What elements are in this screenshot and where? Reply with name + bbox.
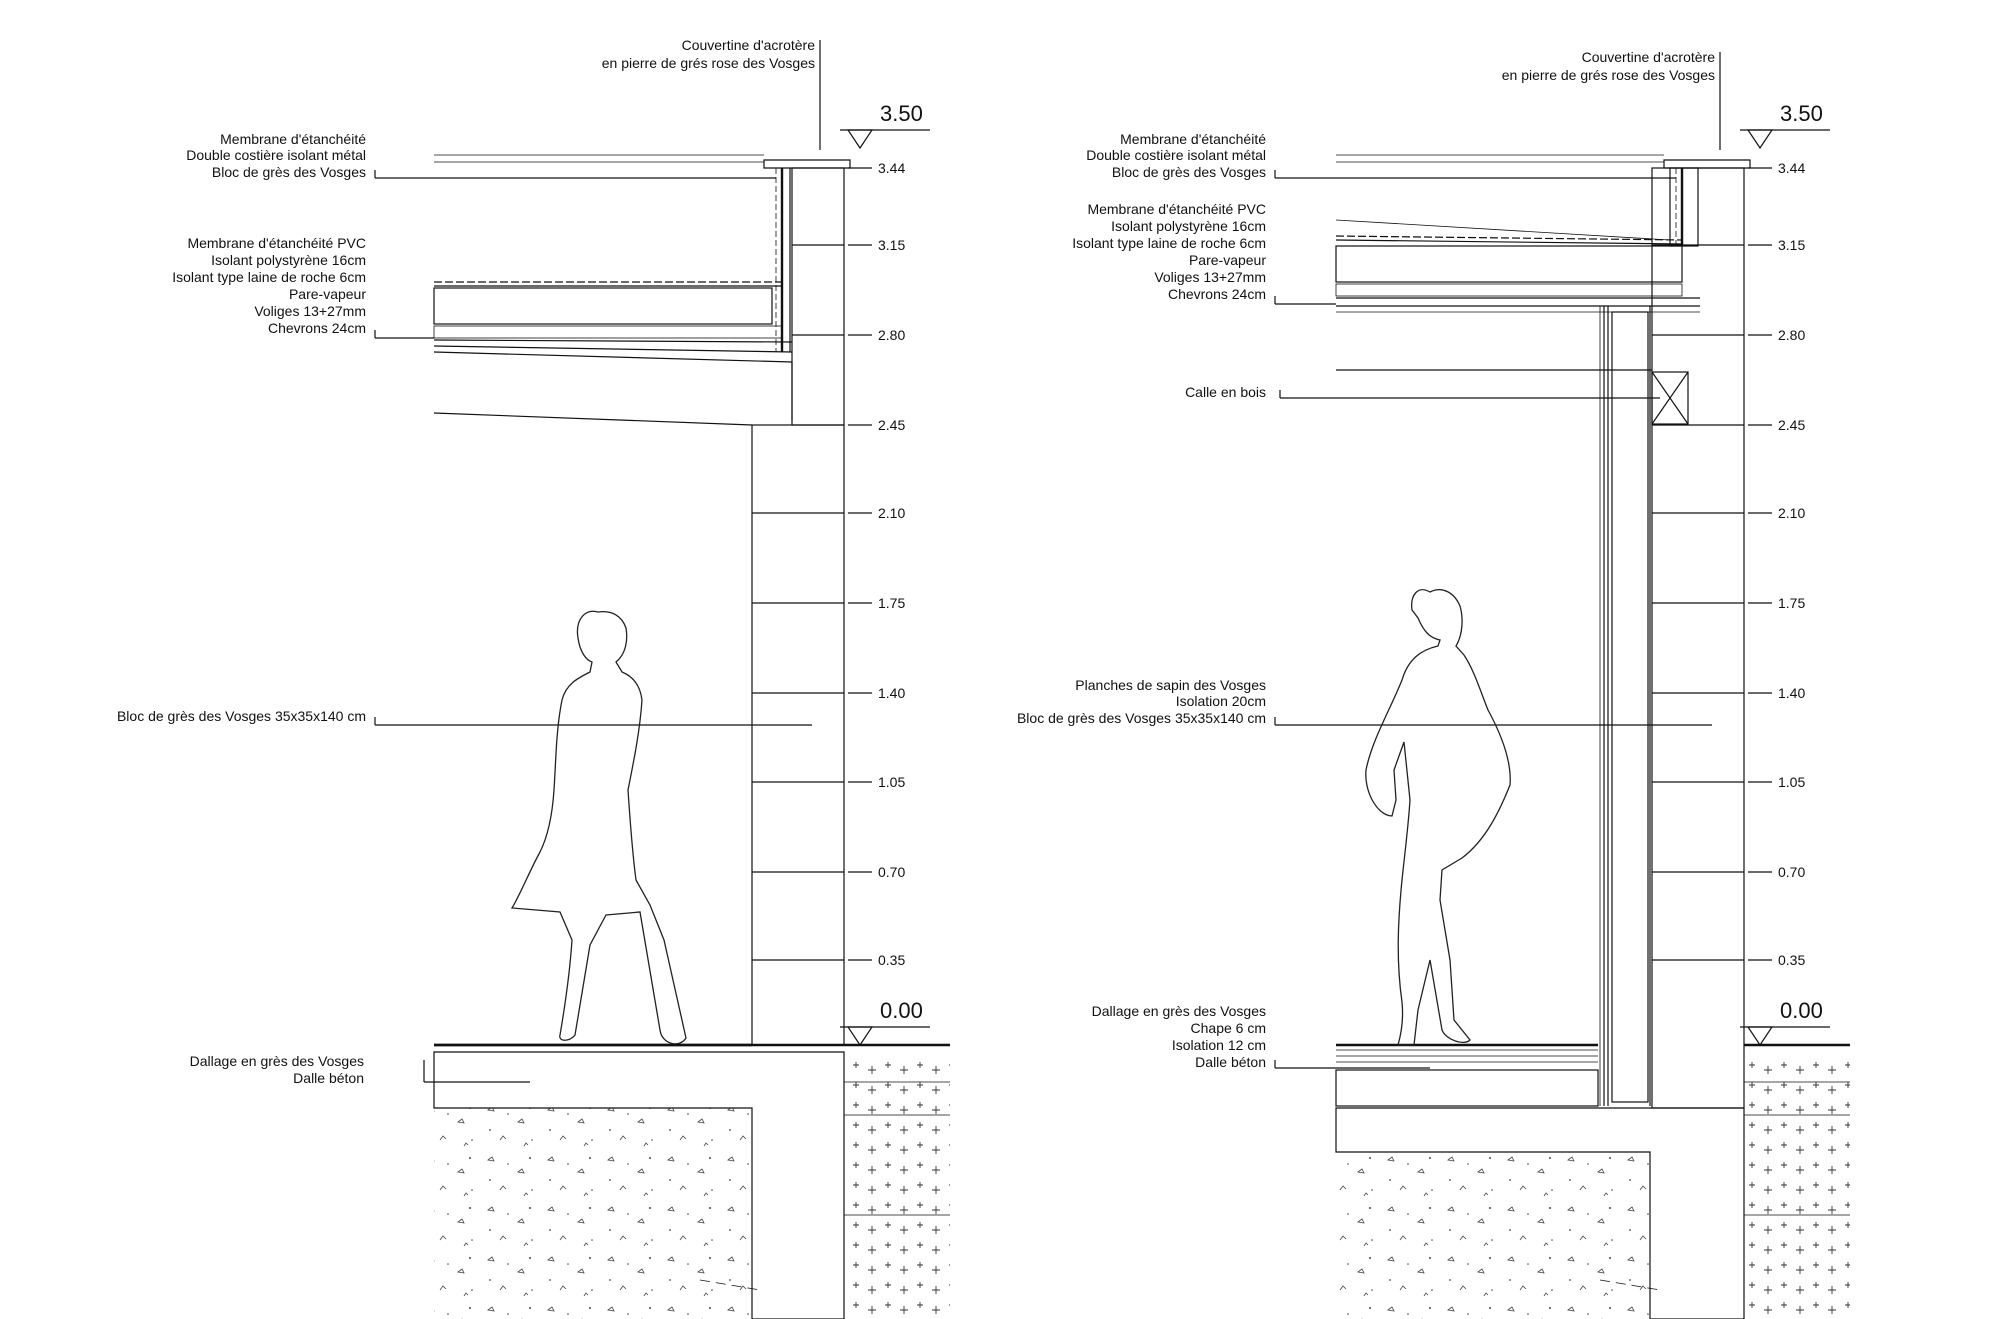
left-level-label: 2.10 (878, 505, 905, 521)
right-membrane-label-2: Double costière isolant métal (1086, 147, 1266, 163)
right-membrane-label-3: Bloc de grès des Vosges (1112, 164, 1266, 180)
right-floor-insulation (1335, 1069, 1599, 1107)
right-wall-label-3: Bloc de grès des Vosges 35x35x140 cm (1017, 710, 1266, 726)
right-level-label: 2.45 (1778, 417, 1805, 433)
left-coping-label-2: en pierre de grés rose des Vosges (602, 55, 815, 71)
right-soil-fill (1744, 1060, 1850, 1319)
left-level-ground: 0.00 (880, 998, 923, 1023)
left-floor-label-2: Dalle béton (293, 1070, 364, 1086)
left-person-silhouette (510, 610, 687, 1045)
left-level-label: 3.15 (878, 237, 905, 253)
left-top-level-marker (846, 129, 874, 150)
right-level-label: 3.15 (1778, 237, 1805, 253)
right-level-label: 3.44 (1778, 160, 1805, 176)
right-roof-label-5: Voliges 13+27mm (1154, 269, 1266, 285)
right-level-label: 0.70 (1778, 864, 1805, 880)
right-level-ticks (1740, 129, 1830, 1047)
left-ground-level-marker (846, 1026, 874, 1047)
right-roof-label-6: Chevrons 24cm (1168, 286, 1266, 302)
left-section: 3.50 0.00 3.44 3.15 2.80 2.45 2.10 1.75 … (117, 37, 950, 1319)
right-level-label: 1.75 (1778, 595, 1805, 611)
left-wall-label: Bloc de grès des Vosges 35x35x140 cm (117, 708, 366, 724)
right-stone-wall (1651, 167, 1745, 1109)
right-floor-label-3: Isolation 12 cm (1172, 1037, 1266, 1053)
left-roof-label-3: Isolant type laine de roche 6cm (172, 269, 366, 285)
right-level-label: 1.05 (1778, 774, 1805, 790)
right-level-label: 2.10 (1778, 505, 1805, 521)
right-level-top: 3.50 (1780, 101, 1823, 126)
right-roof-label-4: Pare-vapeur (1189, 252, 1266, 268)
left-coping (763, 159, 851, 169)
left-level-label: 2.45 (878, 417, 905, 433)
right-roof-label-2: Isolant polystyrène 16cm (1111, 218, 1266, 234)
left-level-ticks (840, 129, 930, 1047)
right-coping (1663, 159, 1751, 169)
left-level-label: 1.40 (878, 685, 905, 701)
left-level-label: 0.70 (878, 864, 905, 880)
left-stone-wall (751, 424, 845, 1046)
left-level-label: 1.75 (878, 595, 905, 611)
right-floor-label-4: Dalle béton (1195, 1054, 1266, 1070)
left-membrane-label-1: Membrane d'étanchéité (220, 131, 366, 147)
left-membrane-label-2: Double costière isolant métal (186, 147, 366, 163)
left-membrane-label-3: Bloc de grès des Vosges (212, 164, 366, 180)
left-soil-fill (844, 1060, 950, 1319)
right-gravel-fill (1336, 1152, 1650, 1319)
right-membrane-label-1: Membrane d'étanchéité (1120, 131, 1266, 147)
right-ground-level-marker (1746, 1026, 1774, 1047)
left-gravel-fill (434, 1108, 750, 1319)
right-wall-label-1: Planches de sapin des Vosges (1075, 677, 1266, 693)
right-coping-label-2: en pierre de grés rose des Vosges (1502, 67, 1715, 83)
left-level-top: 3.50 (880, 101, 923, 126)
right-level-label: 1.40 (1778, 685, 1805, 701)
right-level-label: 2.80 (1778, 327, 1805, 343)
right-wall-insulation (1611, 311, 1649, 1103)
left-coping-label-1: Couvertine d'acrotère (682, 37, 816, 53)
right-roof-buildup (1335, 219, 1700, 371)
left-roof-label-6: Chevrons 24cm (268, 320, 366, 336)
right-section: 3.50 0.00 3.44 3.15 2.80 2.45 2.10 1.75 … (1017, 49, 1850, 1319)
left-roof-label-2: Isolant polystyrène 16cm (211, 252, 366, 268)
right-roof-label-1: Membrane d'étanchéité PVC (1087, 201, 1266, 217)
left-level-label: 2.80 (878, 327, 905, 343)
right-top-level-marker (1746, 129, 1774, 150)
left-level-label: 0.35 (878, 952, 905, 968)
left-roof-label-1: Membrane d'étanchéité PVC (187, 235, 366, 251)
right-wall-label-2: Isolation 20cm (1176, 693, 1266, 709)
right-floor-label-2: Chape 6 cm (1191, 1020, 1266, 1036)
left-level-label: 3.44 (878, 160, 905, 176)
left-roof-label-4: Pare-vapeur (289, 286, 366, 302)
left-level-label: 1.05 (878, 774, 905, 790)
right-roof-label-3: Isolant type laine de roche 6cm (1072, 235, 1266, 251)
left-roof-buildup (433, 281, 793, 426)
left-parapet-blocks (791, 167, 845, 426)
left-concrete-slab (433, 1051, 845, 1319)
right-coping-label-1: Couvertine d'acrotère (1582, 49, 1716, 65)
right-person-silhouette (1365, 589, 1511, 1046)
left-floor-label-1: Dallage en grès des Vosges (190, 1053, 364, 1069)
right-floor-label-1: Dallage en grès des Vosges (1092, 1003, 1266, 1019)
right-wedge-label: Calle en bois (1185, 384, 1266, 400)
left-roof-label-5: Voliges 13+27mm (254, 303, 366, 319)
right-level-ground: 0.00 (1780, 998, 1823, 1023)
right-level-label: 0.35 (1778, 952, 1805, 968)
